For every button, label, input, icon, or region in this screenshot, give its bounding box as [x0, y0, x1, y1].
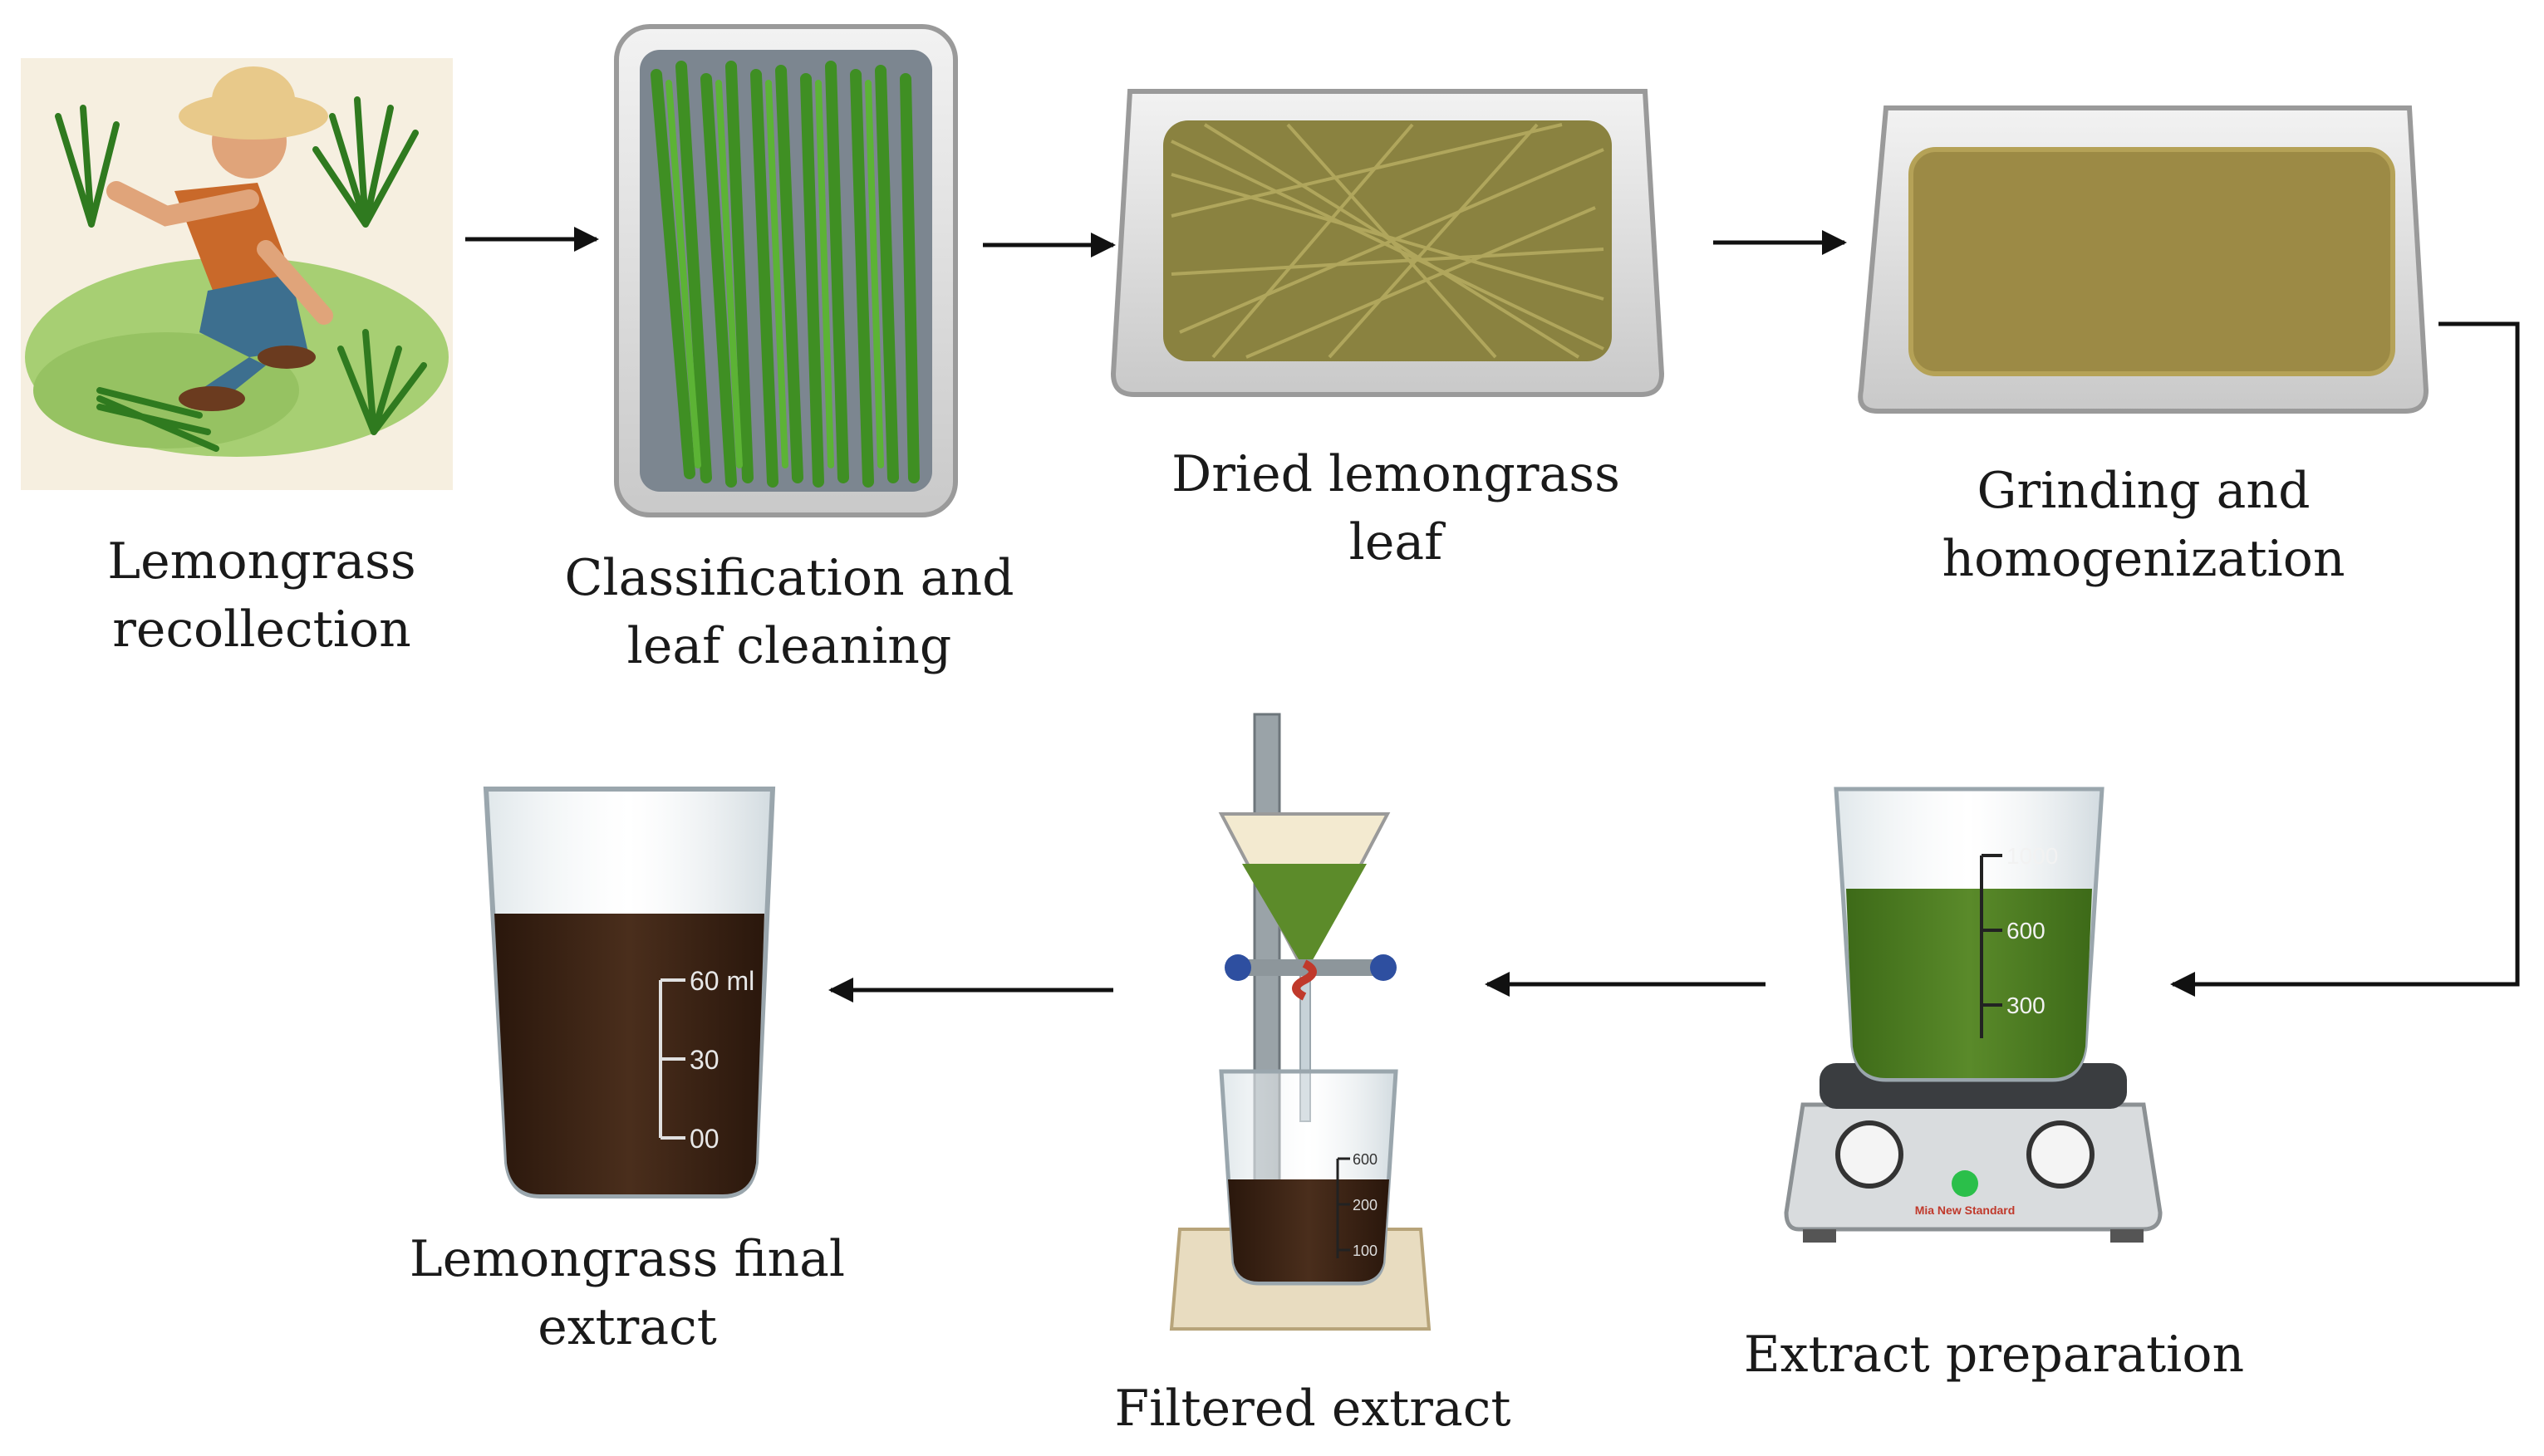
fresh-grass-tray [614, 24, 958, 517]
final-graduation-30: 30 [690, 1045, 719, 1075]
graduation-1000: 1000 [2006, 843, 2058, 869]
ground-powder-tray [1858, 105, 2429, 414]
filter-graduation-200: 200 [1353, 1197, 1378, 1213]
extract-beaker-green: 1000 600 300 [1834, 787, 2104, 1082]
flow-arrows [465, 227, 2520, 1003]
filter-graduation-600: 600 [1353, 1151, 1378, 1168]
final-extract-beaker: 60 ml 30 00 [483, 787, 776, 1199]
graduation-300: 300 [2006, 993, 2046, 1018]
dried-grass-tray [1110, 89, 1665, 397]
filter-graduation-100: 100 [1353, 1243, 1378, 1259]
hotplate-stirrer: Mia New Standard [1784, 1063, 2163, 1243]
arrow-4-to-5 [2170, 321, 2520, 997]
farmer-illustration [21, 58, 453, 490]
graduation-600: 600 [2006, 918, 2046, 944]
final-graduation-60: 60 ml [690, 966, 754, 996]
step-label-filtered: Filtered extract [1114, 1380, 1511, 1438]
filter-beaker: 600 200 100 [1219, 1069, 1398, 1286]
step-label-extract-preparation: Extract preparation [1743, 1326, 2245, 1384]
stirrer-brand-text: Mia New Standard [1915, 1204, 2016, 1217]
final-graduation-00: 00 [690, 1124, 719, 1154]
